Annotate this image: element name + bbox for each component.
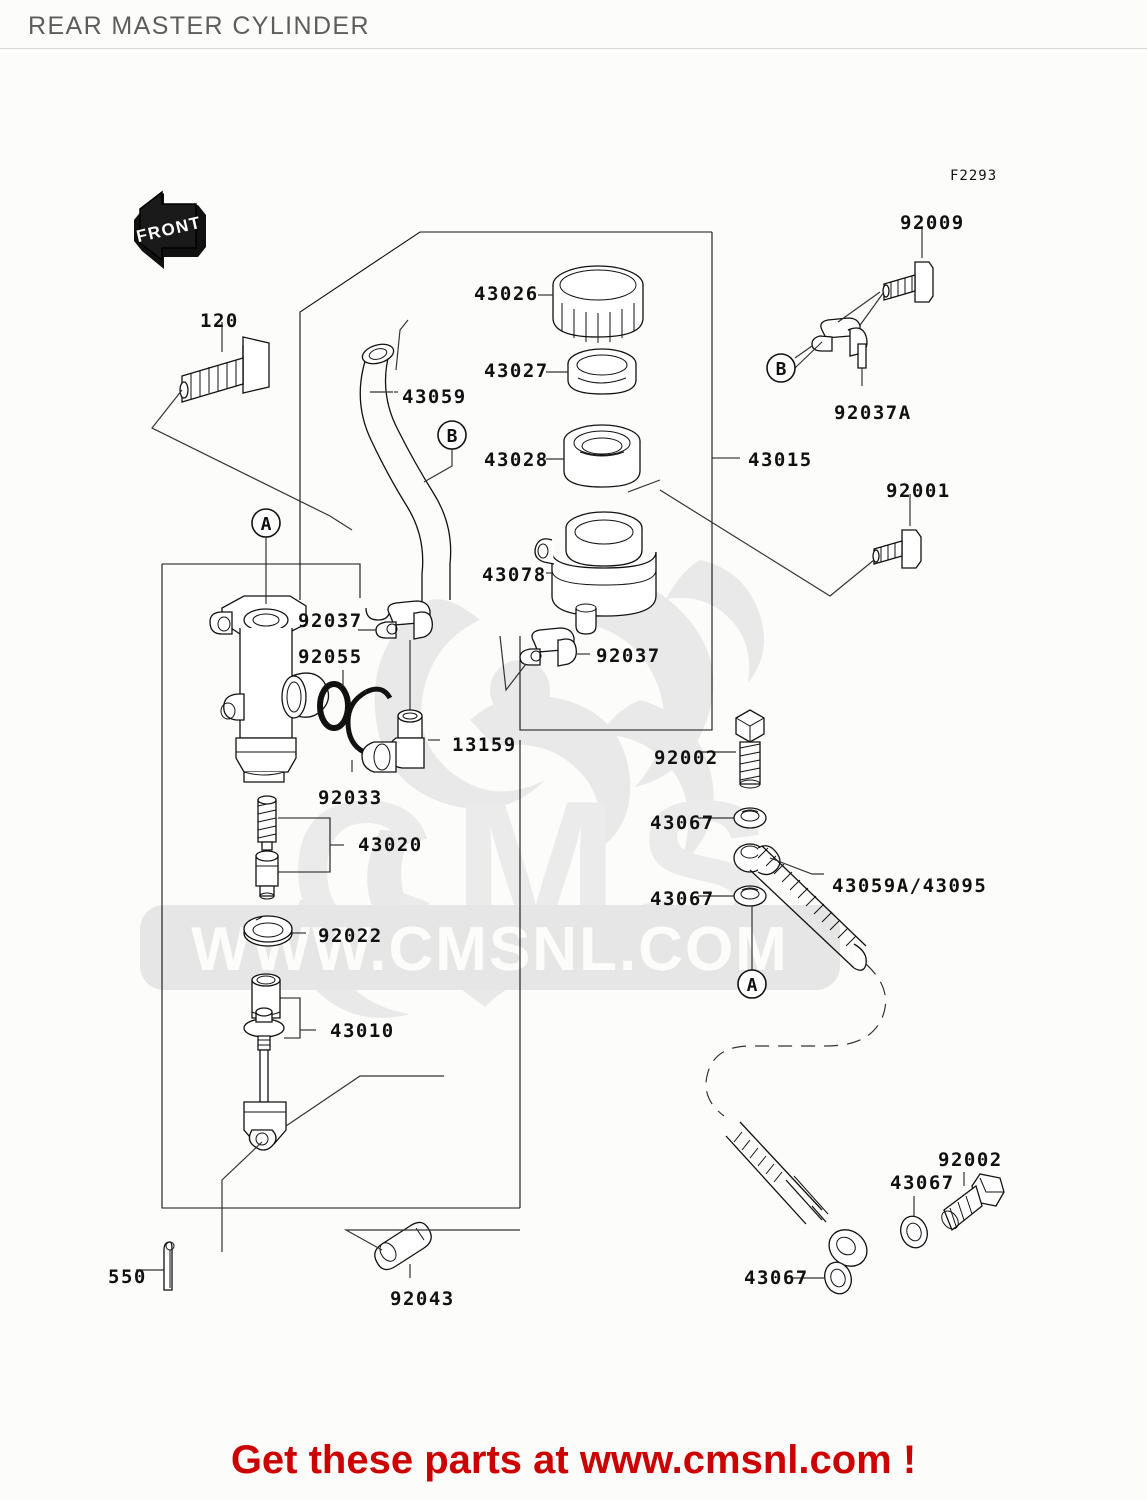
part-label-bolt: 92001 [886,480,951,502]
reference-marker-a-lower: A [737,969,767,999]
part-label-sealing-washer-4: 43067 [744,1267,809,1289]
part-label-diaphragm-plate: 43027 [484,360,549,382]
part-43010-piston-kit [221,973,444,1252]
part-92002-banjo-bolt-lower [941,1172,1005,1232]
reference-marker-a-upper-letter: A [261,514,272,535]
part-92043-pin [343,1221,520,1278]
reference-marker-b-hose-letter: B [447,426,458,447]
part-43027-diaphragm-plate [546,348,637,395]
part-92001-bolt [659,489,922,597]
part-92055-o-ring [317,670,351,731]
part-label-o-ring: 92055 [298,646,363,668]
reference-marker-b-bracket: B [766,353,796,383]
part-label-pin: 92043 [390,1288,455,1310]
part-label-hose-clamp-upper: 92037 [298,610,363,632]
part-43026-reservoir-cap [538,265,644,343]
part-label-brake-hose: 43059A/43095 [832,875,988,897]
part-label-screw: 92009 [900,212,965,234]
part-120-socket-bolt [151,322,353,531]
part-92002-banjo-bolt-upper [700,709,765,789]
header-divider [0,48,1147,49]
page-title: REAR MASTER CYLINDER [28,12,370,40]
part-550-cotter-pin [136,1241,175,1291]
part-label-hose-joint: 13159 [452,734,517,756]
part-label-reservoir-assembly: 43015 [748,449,813,471]
part-label-sealing-washer-2: 43067 [650,888,715,910]
part-43028-diaphragm [546,424,641,488]
part-label-snap-ring: 92033 [318,787,383,809]
reference-marker-a-lower-letter: A [747,975,758,996]
part-label-diaphragm: 43028 [484,449,549,471]
reference-marker-b-hose: B [437,420,467,450]
part-label-banjo-bolt-lower: 92002 [938,1149,1003,1171]
part-43059-reservoir-hose [359,319,452,621]
part-label-reservoir-hose: 43059 [402,386,467,408]
part-label-socket-bolt: 120 [200,310,239,332]
reference-marker-a-upper: A [251,508,281,538]
part-label-hose-clamp-lower: 92037 [596,645,661,667]
part-label-washer: 92022 [318,925,383,947]
part-label-cotter-pin: 550 [108,1266,147,1288]
reference-marker-b-bracket-letter: B [776,359,787,380]
front-direction-badge: FRONT [134,190,206,269]
part-92009-screw [857,226,934,329]
figure-code: F2293 [950,168,998,184]
part-43067-washers-lower [792,1196,928,1295]
part-label-reservoir-tank: 43078 [482,564,547,586]
part-label-banjo-bolt-upper: 92002 [654,747,719,769]
part-label-hose-clamp-bracket: 92037A [834,402,912,424]
part-label-piston-kit: 43010 [330,1020,395,1042]
part-92037A-clamp-bracket [794,291,881,386]
part-43020-spring-piston [255,795,344,900]
part-label-sealing-washer-1: 43067 [650,812,715,834]
part-label-spring-piston-kit: 43020 [358,834,423,856]
part-master-cylinder-body [209,595,330,783]
part-label-sealing-washer-3: 43067 [890,1172,955,1194]
footer-promo: Get these parts at www.cmsnl.com ! [230,1438,917,1482]
part-label-reservoir-cap: 43026 [474,283,539,305]
